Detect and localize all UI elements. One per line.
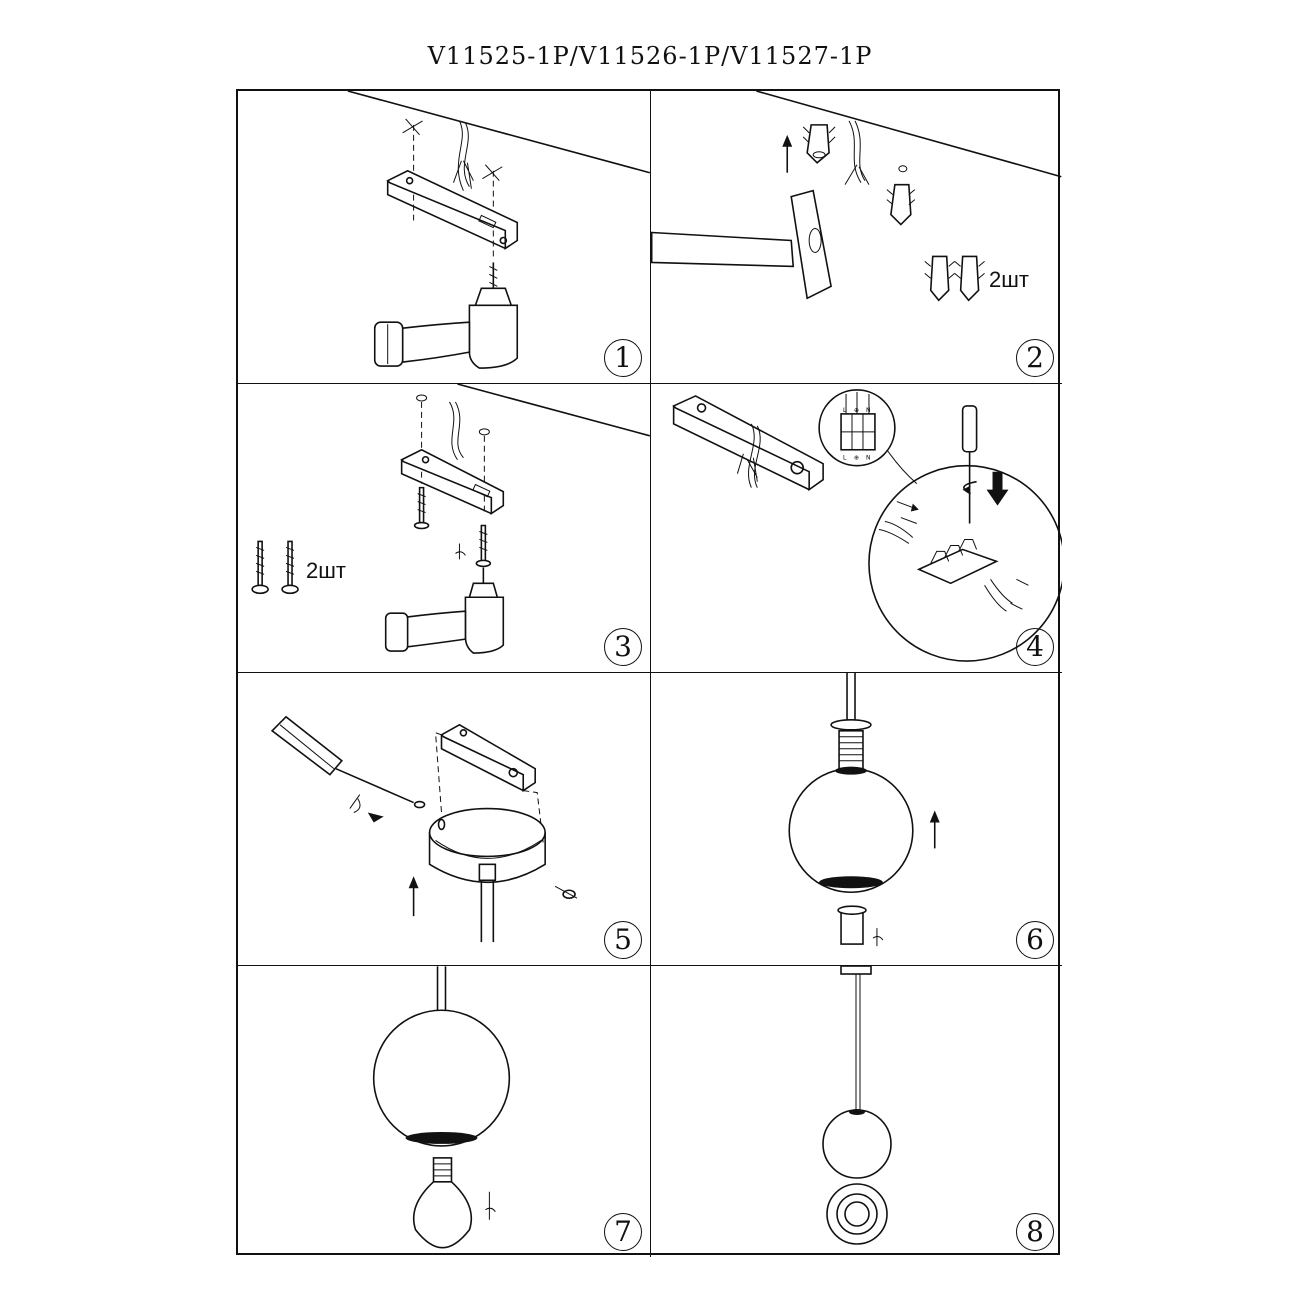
terminal-label: N [866,455,870,462]
drill-ceiling-illustration [347,91,650,369]
finished-lamp-illustration [822,966,892,1245]
panel-step-3: 2шт 3 [238,384,651,673]
glass-shade [788,767,914,894]
mounting-bracket [400,448,505,516]
glass-shade [372,1009,511,1147]
socket-ring [840,909,864,945]
ceiling-canopy [840,966,872,975]
ceiling-line [756,91,1062,178]
instruction-grid: 1 2шт 2 [236,89,1062,1257]
terminal-label: N [866,407,870,414]
screwdriver [270,715,343,776]
page-title: V11525-1P/V11526-1P/V11527-1P [427,42,873,70]
terminal-detail-inset [818,389,896,467]
light-bulb [412,1181,473,1249]
mounting-bracket [440,723,536,793]
step-number: 5 [604,921,642,959]
ceiling-line [347,91,650,174]
drill [468,304,519,369]
attach-canopy-illustration [270,715,578,943]
wall-anchor [806,124,830,164]
step-number: 6 [1016,921,1054,959]
wall-anchor [890,183,912,226]
step-number: 7 [604,1213,642,1251]
fix-bracket-illustration [251,384,650,654]
insert-anchors-illustration [651,91,1062,302]
hammer-handle [651,231,795,268]
screw-quantity-label: 2шт [306,558,346,583]
panel-step-7: 7 [238,966,651,1257]
panel-step-2: 2шт 2 [651,91,1062,384]
terminal-label: ⊕ [854,407,859,414]
panel-step-8: 8 [651,966,1062,1257]
terminal-label: L [843,407,847,414]
panel-step-1: 1 [238,91,651,384]
connection-detail-circle [868,464,1062,662]
ceiling-line [457,384,650,437]
hammer-head [790,189,832,300]
screwdriver [961,405,978,453]
install-shade-illustration [788,673,940,947]
screw-pair [251,540,299,595]
panel-step-6: 6 [651,673,1062,966]
step-number: 2 [1016,339,1054,377]
step-number: 3 [604,628,642,666]
panel-step-4: L ⊕ N L ⊕ N 4 [651,384,1062,673]
panel-step-5: 5 [238,673,651,966]
mounting-bracket [386,169,519,250]
wiring-connection-illustration: L ⊕ N L ⊕ N [672,389,1062,662]
glass-shade [822,1109,892,1179]
drill [464,596,505,654]
install-bulb-illustration [372,966,511,1249]
step-number: 8 [1016,1213,1054,1251]
anchor-quantity-label: 2шт [989,267,1029,292]
mounting-bracket [672,395,824,492]
terminal-label: ⊕ [854,455,859,462]
step-number: 1 [604,339,642,377]
step-number: 4 [1016,628,1054,666]
terminal-label: L [843,455,847,462]
canopy [428,807,546,858]
